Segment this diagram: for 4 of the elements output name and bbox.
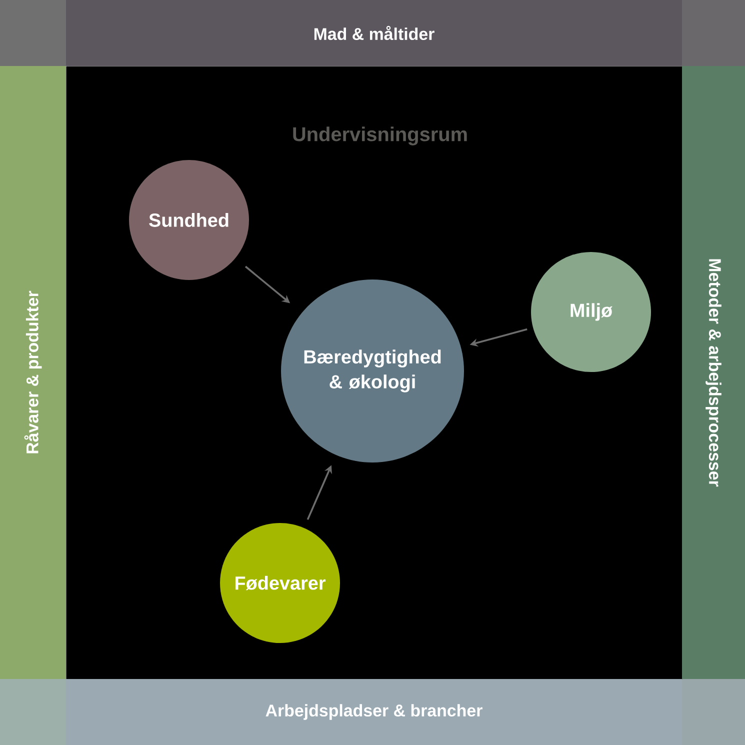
topic-band: Råvarer & produkter [0,66,66,679]
topic-band: Mad & måltider [66,0,682,66]
topic-band: Metoder & arbejdsprocesser [682,66,745,679]
topic-band: Arbejdspladser & brancher [66,679,682,745]
